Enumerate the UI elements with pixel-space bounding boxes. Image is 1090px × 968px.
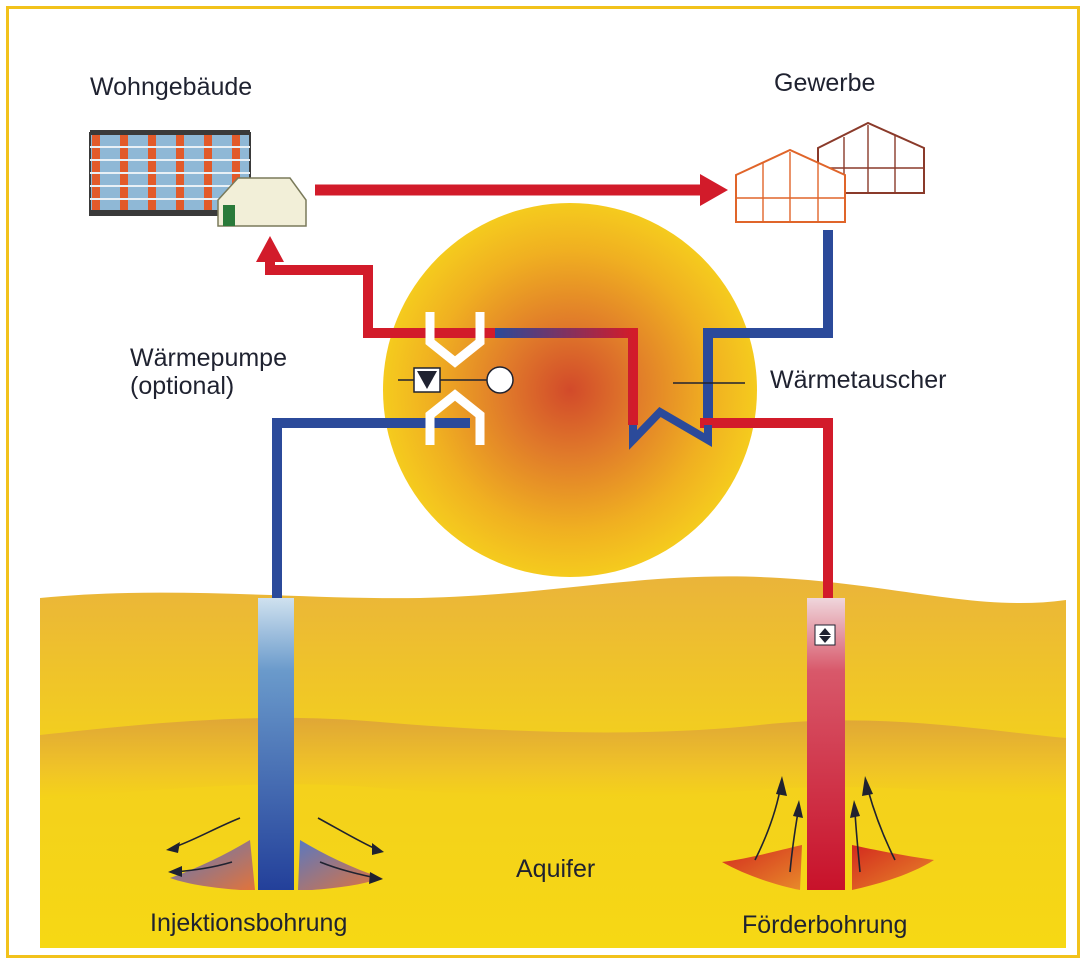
flow-arrowhead-left-1: [166, 842, 180, 853]
aquifer-label: Aquifer: [516, 855, 596, 883]
valve-triangle-icon: [417, 371, 437, 389]
supply-arrowhead-icon: [700, 174, 728, 206]
apartment-roof: [90, 130, 250, 135]
injection-well-shaft: [258, 598, 294, 890]
mixed-pipe-to-exchanger: [495, 328, 638, 425]
production-well-label: Förderbohrung: [742, 911, 908, 939]
upflow-arrow-left-1: [754, 789, 781, 861]
flow-arrowhead-left-2: [168, 866, 182, 877]
ground: [40, 576, 1066, 948]
commercial-label: Gewerbe: [774, 69, 876, 97]
production-fans: [722, 776, 934, 890]
cold-pipe-from-commercial: [703, 230, 833, 425]
flow-arrowhead-right-2: [369, 872, 383, 884]
injection-fans: [166, 817, 384, 890]
upflow-arrowhead-right-2: [850, 800, 860, 818]
compressor-icon: [486, 366, 514, 394]
upflow-arrowhead-right-1: [862, 776, 873, 796]
sun-heat-source: [383, 203, 757, 577]
heat-exchanger-coil: [629, 406, 712, 450]
heat-exchanger-label: Wärmetauscher: [770, 366, 947, 394]
heat-pump-label: Wärmepumpe (optional): [130, 344, 287, 400]
hot-pipe-to-residential: [265, 258, 495, 338]
injection-fan-right: [298, 840, 382, 890]
injection-well-label: Injektionsbohrung: [150, 909, 348, 937]
upflow-arrowhead-left-2: [793, 800, 803, 818]
greenhouse-door: [223, 205, 235, 226]
upflow-arrow-right-1: [867, 789, 896, 861]
heat-pump: [398, 312, 514, 445]
production-fan-left: [722, 845, 802, 890]
production-well-shaft: [807, 598, 845, 890]
greenhouse-small: [217, 177, 307, 227]
heat-pump-upper-frame: [425, 312, 485, 368]
heat-pump-label-line1: Wärmepumpe: [130, 344, 287, 372]
pipes: [265, 230, 833, 598]
hot-pipe-from-production: [700, 418, 833, 598]
heat-pump-label-line2: (optional): [130, 371, 235, 400]
residential-label: Wohngebäude: [90, 73, 253, 101]
commercial-greenhouses-icon: [735, 121, 925, 223]
pump-up-arrow-icon: [819, 628, 831, 635]
residential-building-icon: [89, 130, 307, 227]
cold-pipe-to-injection: [272, 418, 470, 598]
pump-down-arrow-icon: [819, 636, 831, 643]
apartment-floors: [90, 146, 250, 200]
injection-fan-left: [170, 840, 255, 890]
return-arrowhead-icon: [256, 236, 284, 262]
flow-arrowhead-right-1: [372, 843, 384, 855]
upflow-arrowhead-left-1: [776, 776, 787, 796]
production-fan-right: [852, 845, 934, 890]
apartment-base: [90, 210, 250, 215]
heat-pump-lower-frame: [425, 389, 485, 445]
